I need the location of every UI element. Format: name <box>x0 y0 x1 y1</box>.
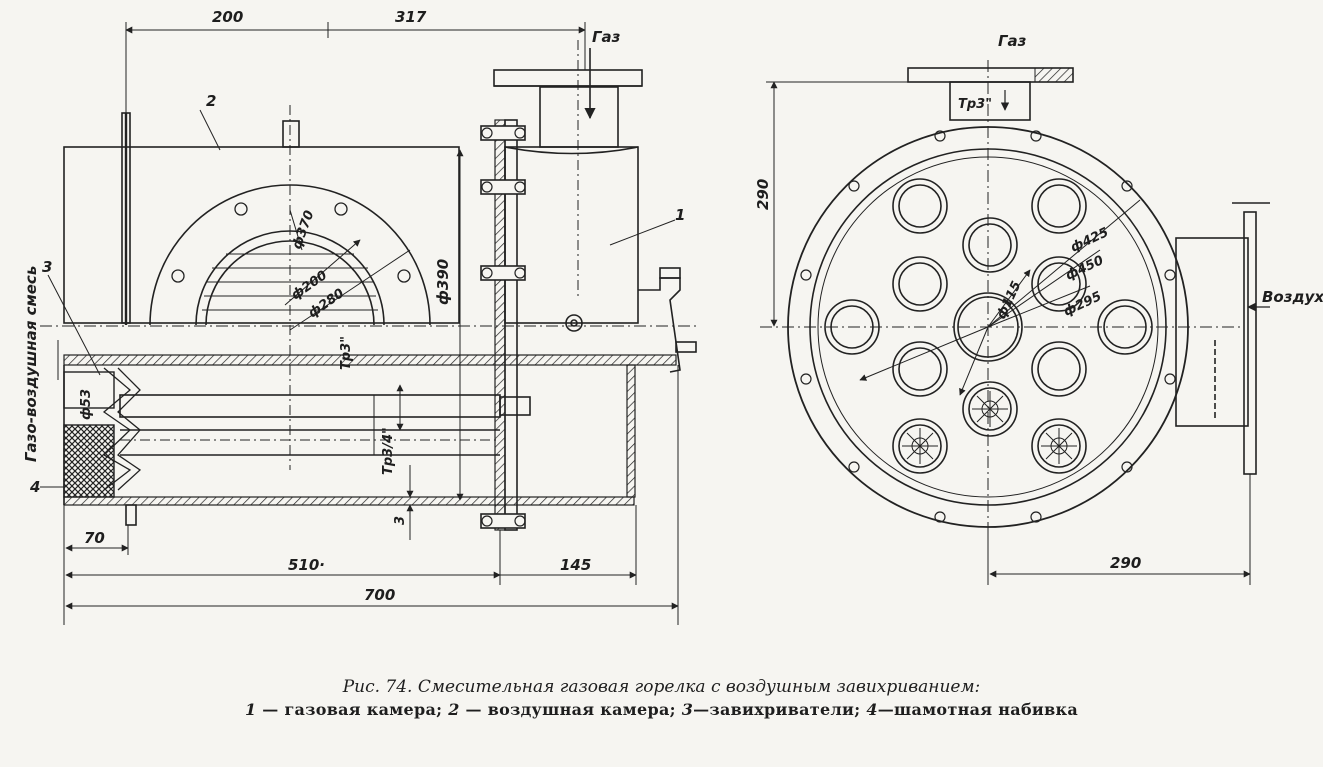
air-inlet-flange-outer <box>149 184 431 326</box>
part-3: 3 <box>42 258 52 276</box>
front-view <box>760 60 1270 585</box>
figure-caption-title: Рис. 74. Смесительная газовая горелка с … <box>342 677 981 697</box>
label-gas-left: Газ <box>592 28 621 46</box>
legend-text-1: — газовая камера; <box>256 700 449 719</box>
dim-290-vertical: 290 <box>754 179 772 210</box>
label-pipe3-right: Тр3" <box>958 97 992 112</box>
dim-phi295: ф295 <box>1061 289 1104 320</box>
dim-3: 3 <box>393 516 408 525</box>
swirler-patterns <box>902 391 1077 464</box>
part-2: 2 <box>206 92 216 110</box>
side-view <box>40 22 700 625</box>
label-mixture: Газо-воздушная смесь <box>22 266 40 462</box>
legend-num-3: 3 <box>681 700 694 719</box>
dim-510: 510· <box>288 556 325 574</box>
legend-text-3: —завихриватели; <box>693 700 867 719</box>
legend-text-4: —шамотная набивка <box>877 700 1079 719</box>
dim-317: 317 <box>395 8 427 26</box>
part-4: 4 <box>29 478 40 496</box>
legend-num-4: 4 <box>866 700 878 719</box>
gas-chamber-outline <box>504 146 639 324</box>
dim-70: 70 <box>84 529 105 547</box>
dim-200: 200 <box>212 8 243 26</box>
figure-caption-legend: 1 — газовая камера; 2 — воздушная камера… <box>0 700 1323 719</box>
dim-700: 700 <box>364 586 395 604</box>
chamotte-packing <box>63 424 115 498</box>
dim-phi425: ф425 <box>1068 225 1111 256</box>
legend-text-2: — воздушная камера; <box>459 700 682 719</box>
label-air: Воздух <box>1262 288 1323 306</box>
label-pipe3: Тр3" <box>339 336 354 370</box>
label-pipe-3-4: Тр3/4" <box>381 427 396 475</box>
legend-num-2: 2 <box>448 700 460 719</box>
dim-phi53: ф53 <box>79 389 94 420</box>
part-1: 1 <box>675 206 685 224</box>
dim-phi450: ф450 <box>1063 253 1106 284</box>
gas-inlet-flange <box>493 69 643 87</box>
legend-num-1: 1 <box>244 700 257 719</box>
label-gas-right: Газ <box>998 32 1027 50</box>
dim-145: 145 <box>560 556 591 574</box>
dim-290-horizontal: 290 <box>1110 554 1141 572</box>
dim-phi390: ф390 <box>434 259 452 305</box>
